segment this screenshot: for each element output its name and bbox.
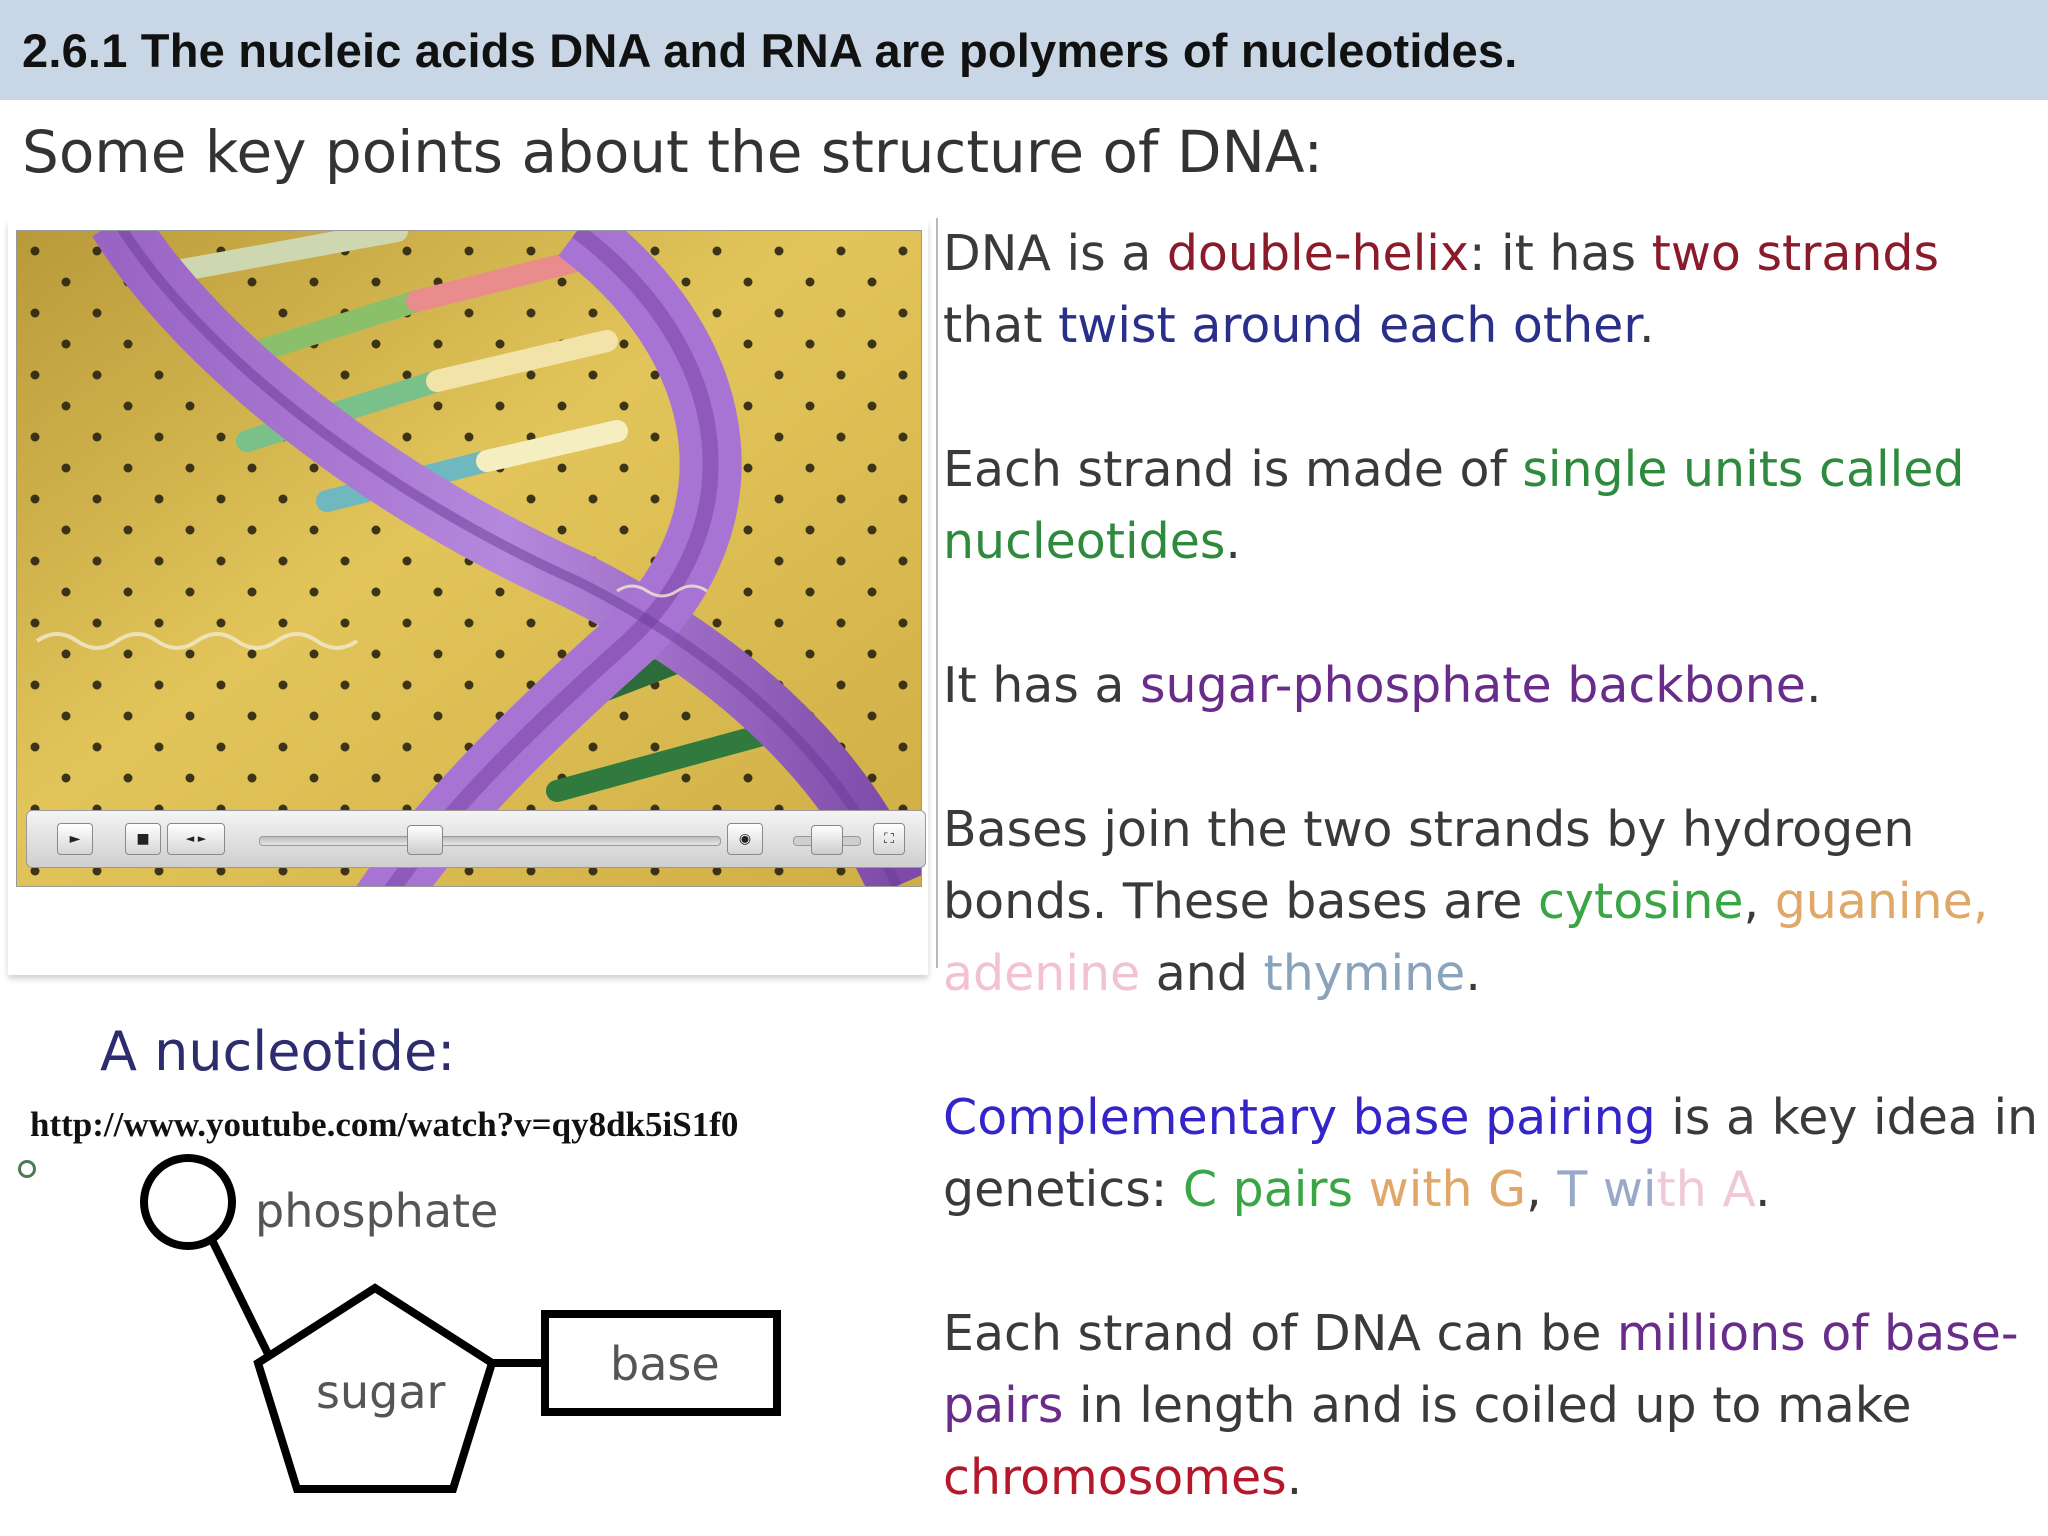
point-text-segment: It has a — [943, 657, 1141, 714]
point-text-segment: guanine, — [1774, 873, 1989, 930]
stop-button[interactable]: ■ — [125, 823, 161, 855]
seek-bar[interactable] — [259, 836, 721, 846]
point-text-segment: th A — [1656, 1161, 1756, 1218]
point-text-segment: cytosine — [1538, 873, 1744, 930]
point-text-segment: T wi — [1557, 1161, 1657, 1218]
point-chromosomes: Each strand of DNA can be millions of ba… — [943, 1298, 2043, 1514]
point-backbone: It has a sugar-phosphate backbone. — [943, 650, 1822, 722]
point-text-segment: , — [1526, 1161, 1558, 1218]
point-bases: Bases join the two strands by hydrogen b… — [943, 794, 2043, 1010]
nucleotide-diagram: phosphate sugar base — [140, 1154, 781, 1493]
fullscreen-icon[interactable]: ⛶ — [873, 823, 905, 855]
play-button[interactable]: ► — [57, 823, 93, 855]
point-text-segment: is a key idea in genetics: — [943, 1089, 2039, 1218]
point-text-segment: two strands — [1651, 225, 1940, 282]
point-text-segment: twist around each other — [1058, 297, 1639, 354]
seek-thumb[interactable] — [407, 825, 443, 855]
point-text-segment: C pairs — [1182, 1161, 1354, 1218]
point-text-segment: . — [1286, 1449, 1303, 1506]
subtitle: Some key points about the structure of D… — [22, 118, 1324, 186]
point-text-segment: . — [1755, 1161, 1771, 1218]
point-text-segment: and — [1140, 945, 1264, 1002]
volume-icon[interactable]: ◉ — [727, 823, 763, 855]
point-nucleotides: Each strand is made of single units call… — [943, 434, 2043, 578]
point-text-segment: , — [1743, 873, 1775, 930]
point-text-segment: . — [1638, 297, 1655, 354]
title-banner: 2.6.1 The nucleic acids DNA and RNA are … — [0, 0, 2048, 100]
point-text-segment: in length and is coiled up to make — [1063, 1377, 1912, 1434]
video-url[interactable]: http://www.youtube.com/watch?v=qy8dk5iS1… — [30, 1105, 739, 1144]
point-text-segment: sugar-phosphate backbone — [1140, 657, 1806, 714]
point-text-segment: Each strand is made of — [943, 441, 1523, 498]
frame-step-button[interactable]: ◄ ► — [167, 823, 225, 855]
video-panel: ► ■ ◄ ► ◉ ⛶ http://www.youtube.com/watch… — [8, 220, 928, 1178]
phosphate-circle — [140, 1154, 236, 1250]
video-player[interactable] — [16, 230, 922, 887]
phosphate-label: phosphate — [255, 1184, 498, 1238]
volume-thumb[interactable] — [811, 825, 843, 855]
point-text-segment: . — [1465, 945, 1481, 1002]
phosphate-sugar-bond — [208, 1238, 276, 1364]
point-text-segment: DNA is a — [943, 225, 1167, 282]
point-double-helix: DNA is a double-helix: it has two strand… — [943, 218, 2043, 362]
sugar-pentagon — [253, 1283, 497, 1493]
point-text-segment: single units called nucleotides — [943, 441, 1965, 570]
point-text-segment: . — [1225, 513, 1241, 570]
dna-video-still — [17, 231, 921, 886]
point-text-segment: that — [943, 297, 1059, 354]
point-text-segment: Complementary base pairing — [943, 1089, 1656, 1146]
point-text-segment: with G — [1368, 1161, 1527, 1218]
sugar-label: sugar — [316, 1365, 446, 1419]
base-rectangle — [541, 1310, 781, 1416]
point-text-segment: : it has — [1468, 225, 1652, 282]
point-text-segment: adenine — [943, 945, 1141, 1002]
point-text-segment: double-helix — [1166, 225, 1469, 282]
link-icon — [18, 1160, 36, 1178]
point-text-segment: Each strand of DNA can be — [943, 1305, 1617, 1362]
video-controls: ► ■ ◄ ► ◉ ⛶ — [26, 810, 926, 868]
point-text-segment: thymine — [1263, 945, 1466, 1002]
point-text-segment — [1353, 1161, 1369, 1218]
point-text-segment: millions of base-pairs — [943, 1305, 2019, 1434]
column-divider — [936, 218, 938, 968]
page-title: 2.6.1 The nucleic acids DNA and RNA are … — [22, 23, 1518, 77]
point-text-segment: . — [1805, 657, 1822, 714]
point-base-pairing: Complementary base pairing is a key idea… — [943, 1082, 2043, 1226]
nucleotide-title: A nucleotide: — [100, 1020, 456, 1083]
point-text-segment: Bases join the two strands by hydrogen b… — [943, 801, 1915, 930]
base-label: base — [610, 1337, 720, 1391]
point-text-segment: chromosomes — [943, 1449, 1287, 1506]
